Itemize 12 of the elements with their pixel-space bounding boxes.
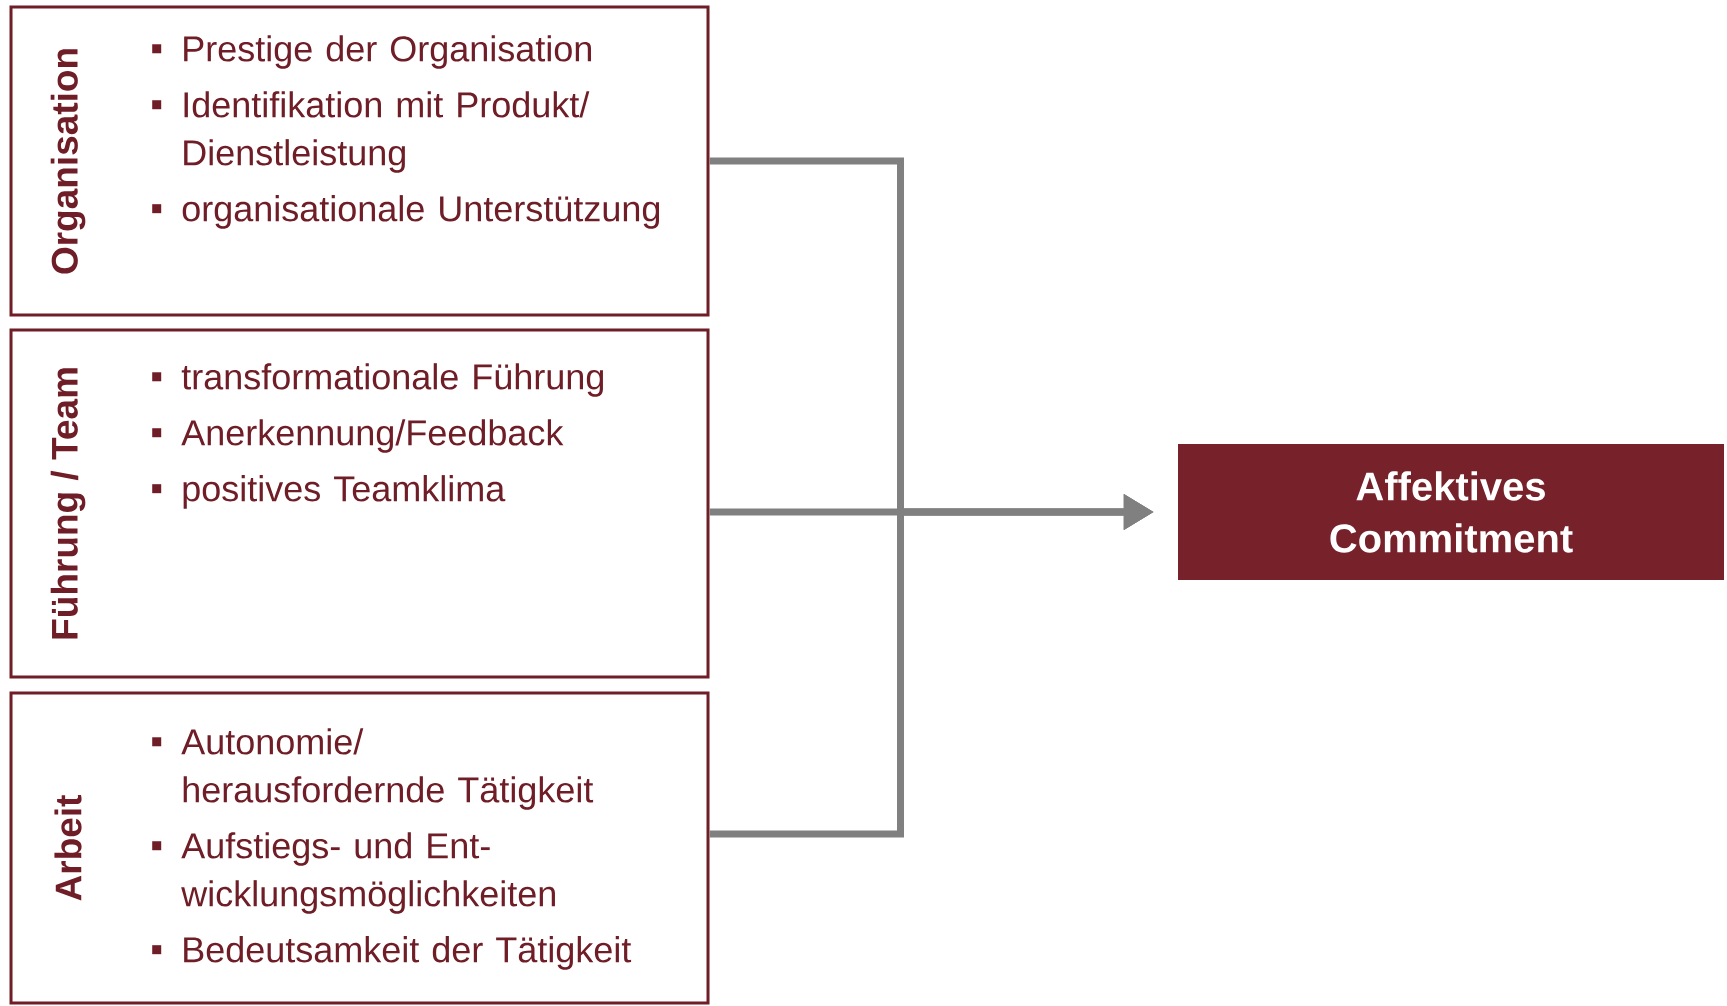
bullet-item: Aufstiegs- und Ent- wicklungsmöglichkeiten: [152, 832, 555, 914]
bullet-item: Bedeutsamkeit der Tätigkeit: [152, 936, 632, 970]
category-heading: Arbeit: [54, 795, 82, 901]
category-heading: Organisation: [50, 49, 86, 274]
bullet-item: Prestige der Organisation: [152, 35, 591, 69]
bullet-item: positives Teamklima: [152, 475, 506, 509]
bullet-item: Autonomie/ herausfordernde Tätigkeit: [152, 728, 594, 810]
target-box: Affektives Commitment: [1178, 444, 1724, 580]
bullet-item: Anerkennung/Feedback: [152, 419, 564, 453]
bullet-item: transformationale Führung: [152, 363, 604, 397]
category-heading: Führung / Team: [50, 368, 86, 639]
bullet-item: organisationale Unterstützung: [152, 195, 660, 229]
